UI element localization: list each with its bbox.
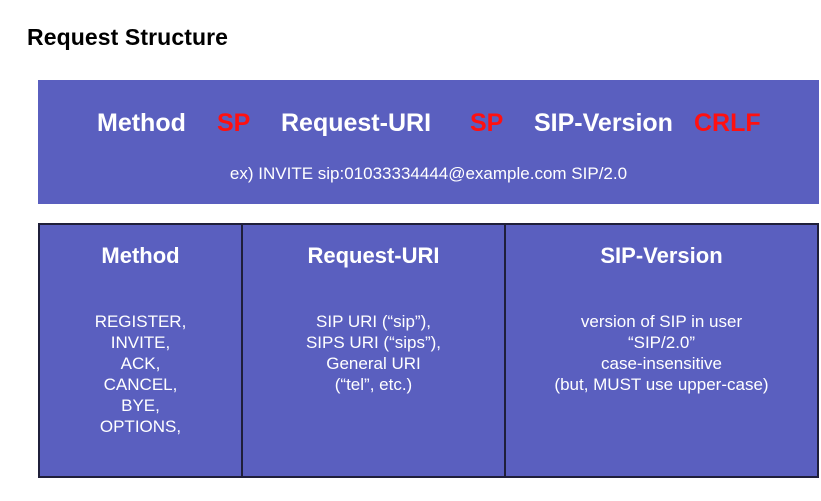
request-uri-line: SIPS URI (“sips”), [305,333,442,352]
method-item: CANCEL, [103,375,178,394]
format-method: Method [97,109,186,137]
format-sp-1: SP [217,109,251,137]
method-column: Method REGISTER, INVITE, ACK, CANCEL, BY… [40,225,241,476]
request-example: ex) INVITE sip:01033334444@example.com S… [229,164,628,183]
sip-version-line: version of SIP in user [580,312,743,331]
method-item: OPTIONS, [99,417,182,436]
sip-version-line: (but, MUST use upper-case) [554,375,769,394]
method-item: ACK, [120,354,161,373]
request-uri-line: (“tel”, etc.) [334,375,413,394]
request-uri-column: Request-URI SIP URI (“sip”), SIPS URI (“… [241,225,504,476]
format-crlf: CRLF [694,109,761,137]
request-line-format: Method SP Request-URI SP SIP-Version CRL… [38,109,819,143]
method-column-header: Method [101,243,180,268]
field-table: Method REGISTER, INVITE, ACK, CANCEL, BY… [38,223,819,478]
request-line-box: Method SP Request-URI SP SIP-Version CRL… [38,80,819,204]
method-item: REGISTER, [94,312,187,331]
sip-version-column-body: version of SIP in user “SIP/2.0” case-in… [506,311,817,395]
page-title: Request Structure [27,24,229,50]
method-item: BYE, [121,396,160,415]
sip-version-line: “SIP/2.0” [627,333,696,352]
sip-version-column: SIP-Version version of SIP in user “SIP/… [504,225,817,476]
method-item: INVITE, [110,333,171,352]
request-uri-line: SIP URI (“sip”), [316,312,431,331]
format-request-uri: Request-URI [281,109,432,137]
method-column-body: REGISTER, INVITE, ACK, CANCEL, BYE, OPTI… [40,311,241,437]
sip-version-column-header: SIP-Version [600,243,723,268]
request-uri-column-body: SIP URI (“sip”), SIPS URI (“sips”), Gene… [243,311,504,395]
format-sp-2: SP [470,109,504,137]
request-uri-line: General URI [326,354,421,373]
sip-version-line: case-insensitive [601,354,722,373]
request-uri-column-header: Request-URI [307,243,440,268]
format-sip-version: SIP-Version [534,109,673,137]
